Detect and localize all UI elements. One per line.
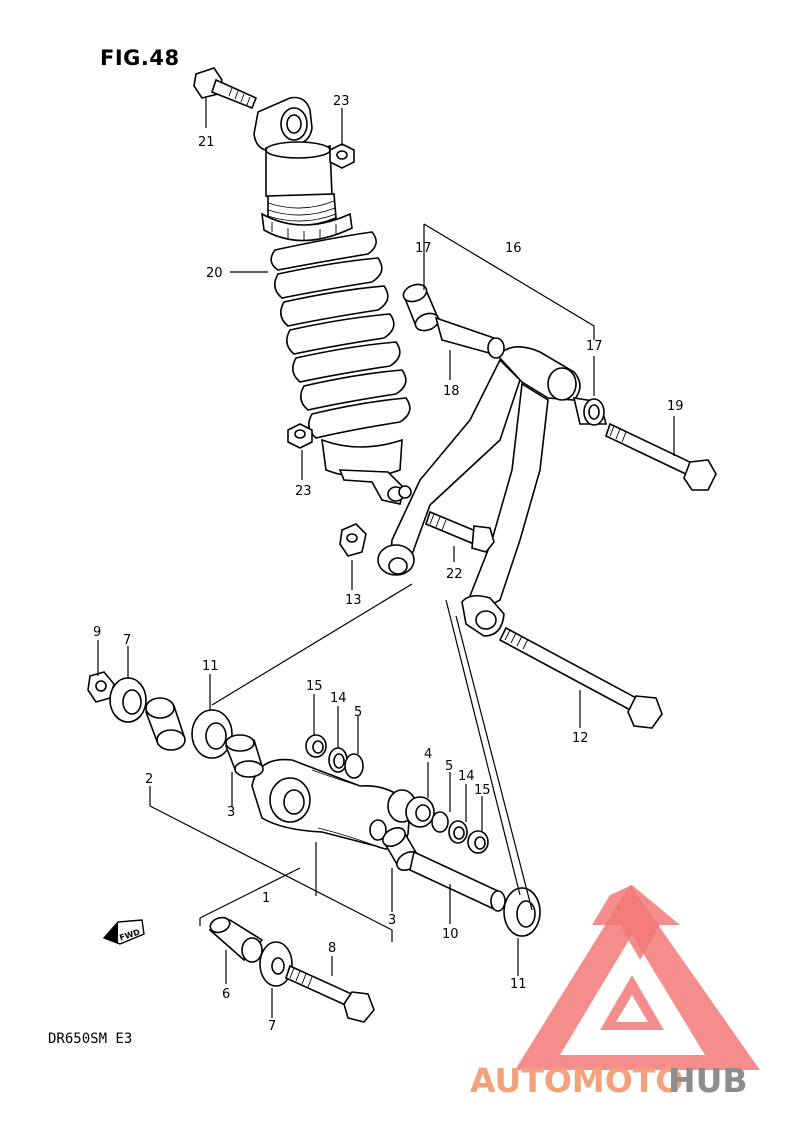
callout-2: 2: [145, 772, 153, 787]
callout-23-upper: 23: [333, 94, 350, 109]
watermark-logo-icon: [515, 885, 760, 1070]
callout-17-lower: 17: [586, 339, 603, 354]
seal-11-upper: [191, 709, 233, 759]
callout-9: 9: [93, 625, 101, 640]
leader-lines: [97, 98, 675, 1018]
callout-15-lower: 15: [474, 783, 491, 798]
bearing-4: [405, 796, 435, 828]
callout-17-upper: 17: [415, 241, 432, 256]
callout-1: 1: [262, 891, 270, 906]
callout-16: 16: [505, 241, 522, 256]
washer-7-lower: [259, 941, 293, 987]
callout-20: 20: [206, 266, 223, 281]
callout-7-lower: 7: [268, 1019, 276, 1034]
callout-21: 21: [198, 135, 215, 150]
oring-5-lower: [431, 811, 449, 833]
nut-23-upper: [329, 143, 355, 169]
callout-14-upper: 14: [330, 691, 347, 706]
bearing-17-upper: [402, 283, 440, 332]
bolt-21: [193, 67, 258, 110]
callout-10: 10: [442, 927, 459, 942]
cushion-lever: [377, 346, 581, 637]
nut-13: [339, 523, 367, 557]
callout-3-lower: 3: [388, 913, 396, 928]
spacer-15-upper: [305, 734, 327, 758]
spacer-10: [409, 850, 506, 912]
callout-18: 18: [443, 384, 460, 399]
callout-6: 6: [222, 987, 230, 1002]
nut-23-lower: [287, 423, 313, 449]
callout-8: 8: [328, 941, 336, 956]
callout-5-upper: 5: [354, 705, 362, 720]
bearing-2: [144, 697, 186, 751]
fwd-arrow-icon: [102, 919, 145, 945]
spacer-15-lower: [467, 830, 489, 854]
callout-15-upper: 15: [306, 679, 323, 694]
bolt-12: [498, 626, 663, 729]
callout-22: 22: [446, 567, 463, 582]
model-code: DR650SM E3: [48, 1031, 133, 1047]
seal-11-lower: [503, 887, 541, 937]
callout-11-upper: 11: [202, 659, 219, 674]
callout-12: 12: [572, 731, 589, 746]
oring-5-upper: [344, 753, 364, 779]
callout-3-upper: 3: [227, 805, 235, 820]
spacer-18: [434, 316, 505, 359]
callout-5-lower: 5: [445, 759, 453, 774]
callout-7-upper: 7: [123, 633, 131, 648]
bearing-3-lower: [382, 827, 420, 871]
washer-7-upper: [109, 677, 147, 723]
bearing-3-upper: [224, 734, 264, 778]
nut-9: [87, 671, 115, 703]
callout-13: 13: [345, 593, 362, 608]
callout-23-lower: 23: [295, 484, 312, 499]
watermark-text-hub: HUB: [668, 1061, 748, 1100]
washer-14-lower: [448, 820, 468, 844]
spacer-6: [208, 916, 264, 963]
watermark-text-auto: AUTOMOTO: [470, 1061, 683, 1100]
bearing-17-lower: [572, 397, 608, 426]
bolt-19: [605, 422, 717, 491]
bolt-8: [285, 964, 375, 1023]
callout-4: 4: [424, 747, 432, 762]
bolt-22: [425, 510, 495, 553]
callout-19: 19: [667, 399, 684, 414]
cushion-rod: [251, 758, 417, 850]
callout-14-lower: 14: [458, 769, 475, 784]
washer-14-upper: [328, 747, 348, 773]
callout-11-lower: 11: [510, 977, 527, 992]
figure-title: FIG.48: [100, 46, 180, 70]
